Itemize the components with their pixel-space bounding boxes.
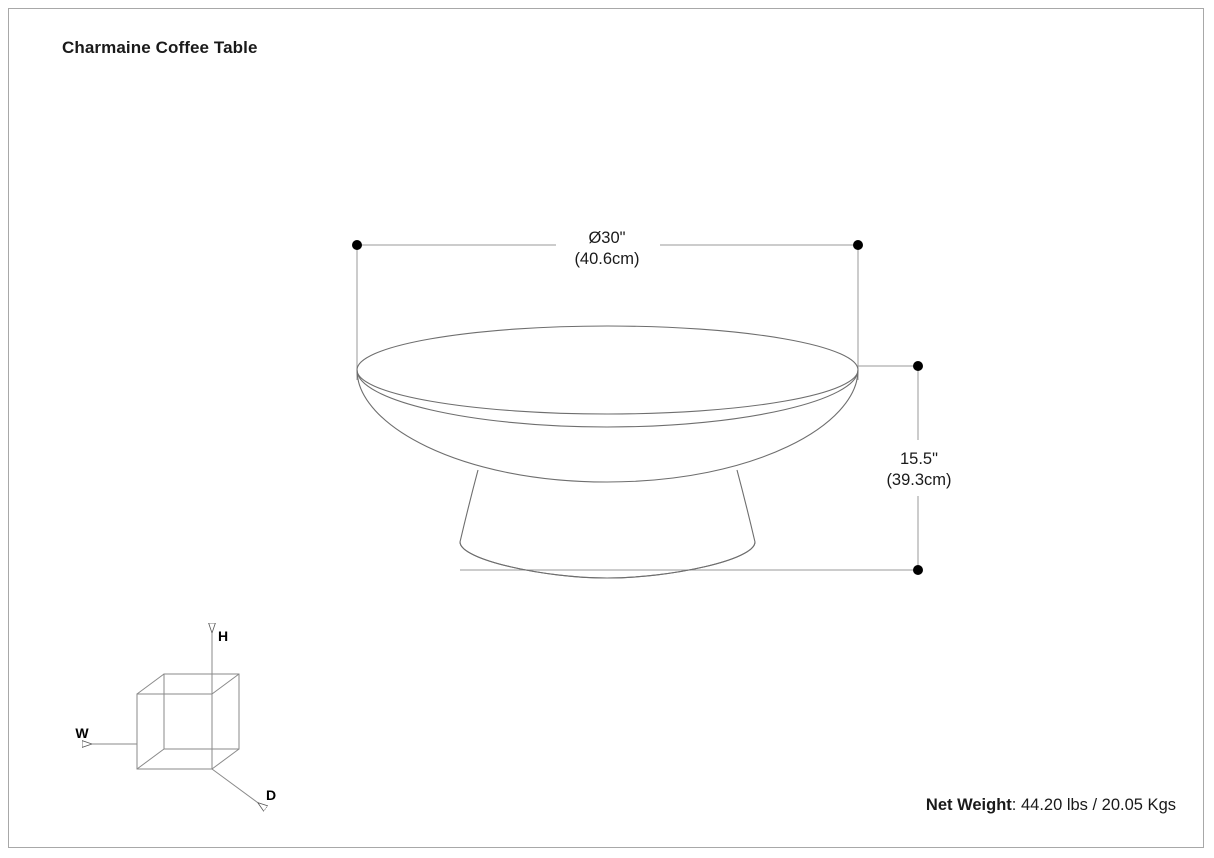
axis-label-width: W (75, 725, 89, 741)
height-metric-value: (39.3cm) (886, 471, 951, 489)
height-dot-top (913, 361, 923, 371)
width-dot-right (853, 240, 863, 250)
width-imperial-value: Ø30" (588, 229, 625, 247)
cube-edge-top-right (211, 673, 240, 695)
net-weight-label: Net Weight (925, 796, 1012, 814)
depth-axis-arrow (211, 768, 265, 808)
axis-label-depth: D (266, 787, 276, 803)
axis-arrows (83, 624, 265, 808)
cube-front-face (136, 693, 213, 770)
axis-cube (136, 673, 240, 770)
width-dimension-label: Ø30" (40.6cm) (574, 229, 639, 268)
page-title: Charmaine Coffee Table (62, 38, 258, 57)
height-dimension-label: 15.5" (39.3cm) (886, 450, 951, 489)
width-metric-value: (40.6cm) (574, 250, 639, 268)
coffee-table-illustration (356, 325, 859, 579)
height-imperial-value: 15.5" (900, 450, 938, 468)
cube-edge-bottom-right (211, 748, 240, 770)
axis-label-height: H (218, 628, 228, 644)
bowl-inner-surface (356, 369, 859, 428)
net-weight: Net Weight: 44.20 lbs / 20.05 Kgs (926, 796, 1176, 815)
width-dot-left (352, 240, 362, 250)
cube-edge-top-left (136, 673, 165, 695)
cube-edge-bottom-left (136, 748, 165, 770)
height-dot-bottom (913, 565, 923, 575)
width-dimension-group (356, 244, 859, 380)
net-weight-value: : 44.20 lbs / 20.05 Kgs (1011, 796, 1176, 814)
bowl-outer-body (356, 369, 859, 483)
cube-back-face (163, 673, 240, 750)
dimension-terminators (352, 240, 923, 575)
pedestal-base-arc (459, 541, 756, 579)
